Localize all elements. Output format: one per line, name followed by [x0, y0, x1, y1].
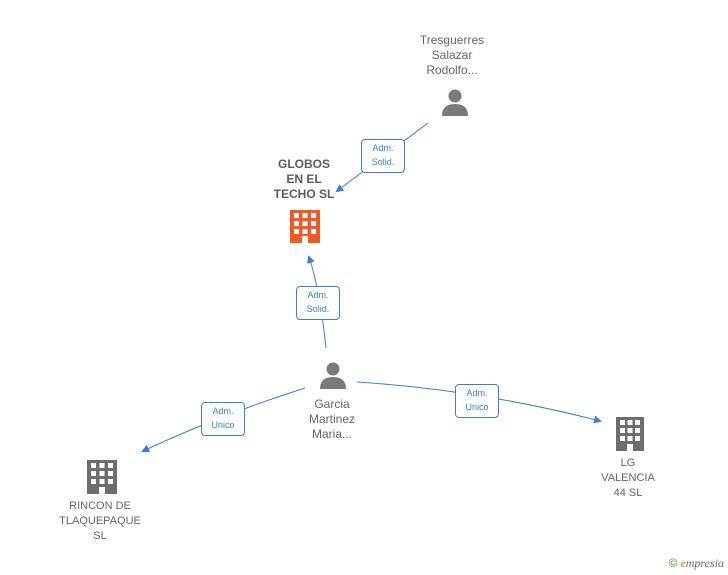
brand-name: mpresia [685, 556, 724, 570]
node-label-rincon[interactable]: RINCON DE TLAQUEPAQUE SL [59, 500, 141, 542]
brand-initial: e [680, 556, 686, 570]
node-label-lg[interactable]: LG VALENCIA 44 SL [601, 457, 655, 499]
person-icon[interactable] [320, 362, 346, 390]
edge-label-garcia-globos: Adm. Solid. [296, 286, 340, 320]
empresia-logo: © empresia [669, 556, 724, 571]
building-icon[interactable] [87, 460, 117, 494]
node-label-tresguerres[interactable]: Tresguerres Salazar Rodolfo... [419, 33, 485, 77]
building-icon[interactable] [616, 417, 644, 451]
copyright-symbol: © [668, 556, 678, 570]
edge-label-tresguerres-globos: Adm. Solid. [361, 139, 405, 173]
node-label-garcia[interactable]: Garcia Martinez Maria... [308, 397, 355, 441]
building-icon[interactable] [290, 210, 320, 243]
node-label-globos[interactable]: GLOBOS EN EL TECHO SL [273, 157, 335, 201]
person-icon[interactable] [442, 89, 468, 117]
edge-label-garcia-rincon: Adm. Unico [201, 402, 245, 436]
edge-label-garcia-lg: Adm. Unico [455, 384, 499, 418]
